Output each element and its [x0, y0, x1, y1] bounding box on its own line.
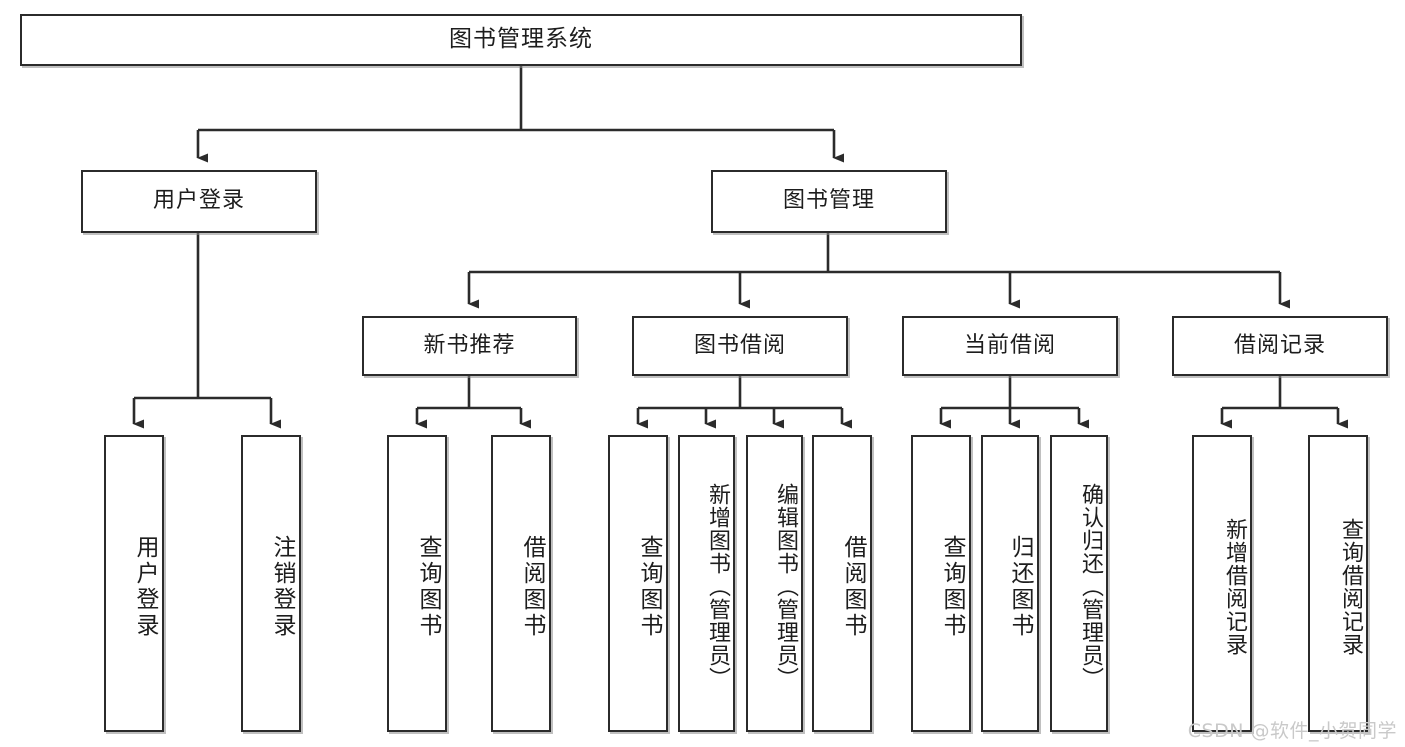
node-borrow-record[interactable]: 借阅记录	[1172, 316, 1388, 376]
leaf-recommend-borrow-book[interactable]: 借阅图书	[491, 435, 551, 732]
node-book-borrow[interactable]: 图书借阅	[632, 316, 848, 376]
leaf-borrow-borrow-book[interactable]: 借阅图书	[812, 435, 872, 732]
csdn-watermark: CSDN @软件_小贺同学	[1187, 720, 1397, 742]
leaf-borrow-edit-book-admin[interactable]: 编辑图书（管理员）	[746, 435, 803, 732]
node-new-book-recommend[interactable]: 新书推荐	[362, 316, 577, 376]
node-book-management[interactable]: 图书管理	[711, 170, 947, 233]
leaf-user-login-logout[interactable]: 注销登录	[241, 435, 301, 732]
node-current-borrow[interactable]: 当前借阅	[902, 316, 1118, 376]
leaf-current-query-book[interactable]: 查询图书	[911, 435, 971, 732]
leaf-current-confirm-return-admin[interactable]: 确认归还（管理员）	[1050, 435, 1108, 732]
leaf-current-return-book[interactable]: 归还图书	[981, 435, 1039, 732]
leaf-record-query-record[interactable]: 查询借阅记录	[1308, 435, 1368, 732]
leaf-borrow-query-book[interactable]: 查询图书	[608, 435, 668, 732]
leaf-record-add-record[interactable]: 新增借阅记录	[1192, 435, 1252, 732]
leaf-user-login-login[interactable]: 用户登录	[104, 435, 164, 732]
leaf-recommend-query-book[interactable]: 查询图书	[387, 435, 447, 732]
node-user-login[interactable]: 用户登录	[81, 170, 317, 233]
node-root[interactable]: 图书管理系统	[20, 14, 1022, 66]
leaf-borrow-add-book-admin[interactable]: 新增图书（管理员）	[678, 435, 735, 732]
